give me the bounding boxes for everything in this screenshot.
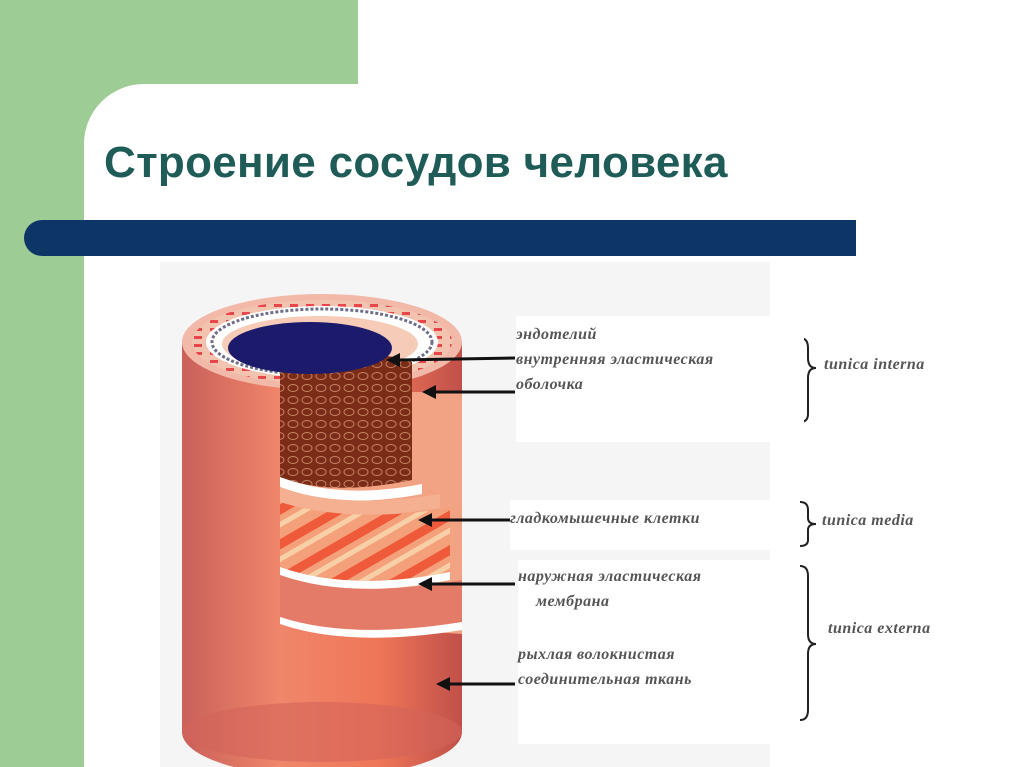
label-outer-elastic-2: мембрана xyxy=(536,593,610,610)
label-inner-elastic-2: оболочка xyxy=(516,376,584,393)
tunica-externa-labels: наружная эластическая мембрана рыхлая во… xyxy=(518,560,800,744)
slide-title: Строение сосудов человека xyxy=(104,138,728,187)
label-tunica-media: tunica media xyxy=(822,512,914,529)
label-loose-tissue-2: соединительная ткань xyxy=(518,671,692,688)
label-outer-elastic-1: наружная эластическая xyxy=(518,568,702,585)
vessel-diagram: эндотелий внутренняя эластическая оболоч… xyxy=(160,262,980,767)
label-tunica-interna: tunica interna xyxy=(824,356,925,373)
title-underline-bar xyxy=(24,220,856,256)
label-inner-elastic-1: внутренняя эластическая xyxy=(516,351,714,368)
label-tunica-externa: tunica externa xyxy=(828,620,931,637)
tunica-interna-labels: эндотелий внутренняя эластическая оболоч… xyxy=(516,316,804,442)
label-smooth-muscle: гладкомышечные клетки xyxy=(510,510,700,527)
label-endothelium: эндотелий xyxy=(516,326,597,343)
label-loose-tissue-1: рыхлая волокнистая xyxy=(518,646,675,663)
tunica-media-labels: гладкомышечные клетки xyxy=(510,500,800,550)
